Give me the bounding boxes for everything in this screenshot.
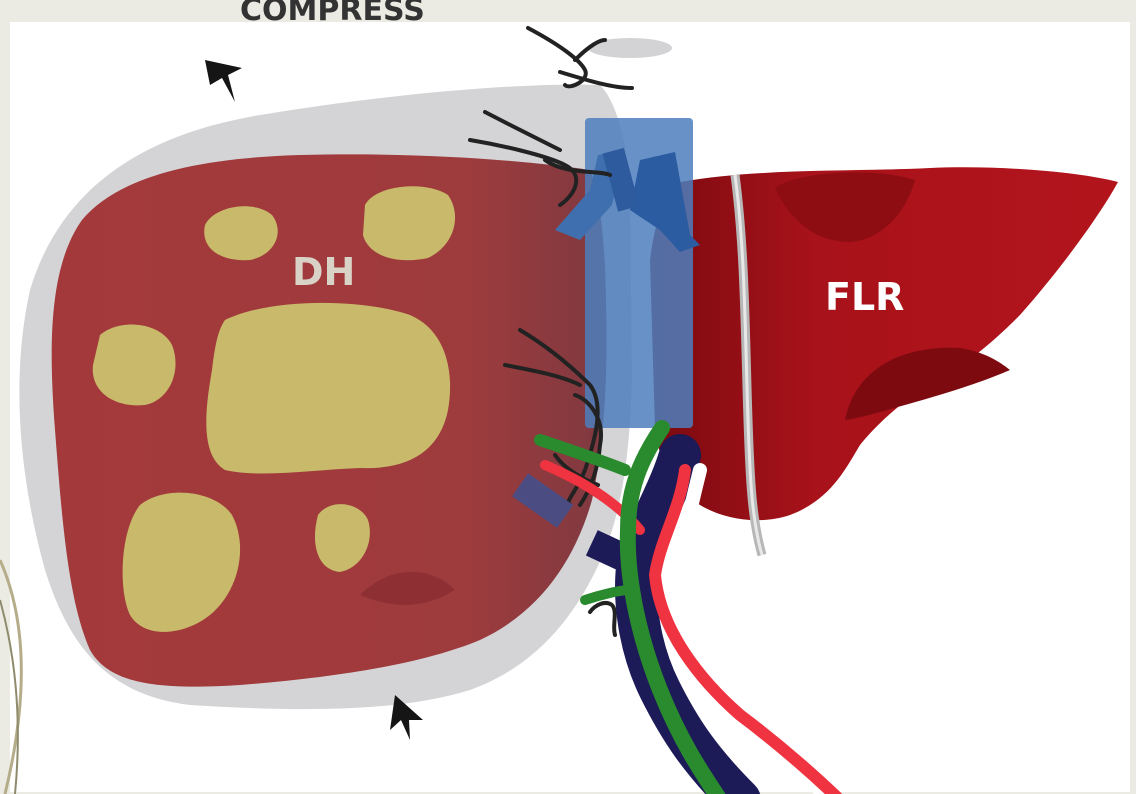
lesion [93,325,176,406]
label-dh: DH [292,250,355,294]
lesion [204,206,277,260]
lesion [206,303,450,474]
cropped-title: COMPRESS [240,0,425,28]
label-flr: FLR [825,275,904,319]
